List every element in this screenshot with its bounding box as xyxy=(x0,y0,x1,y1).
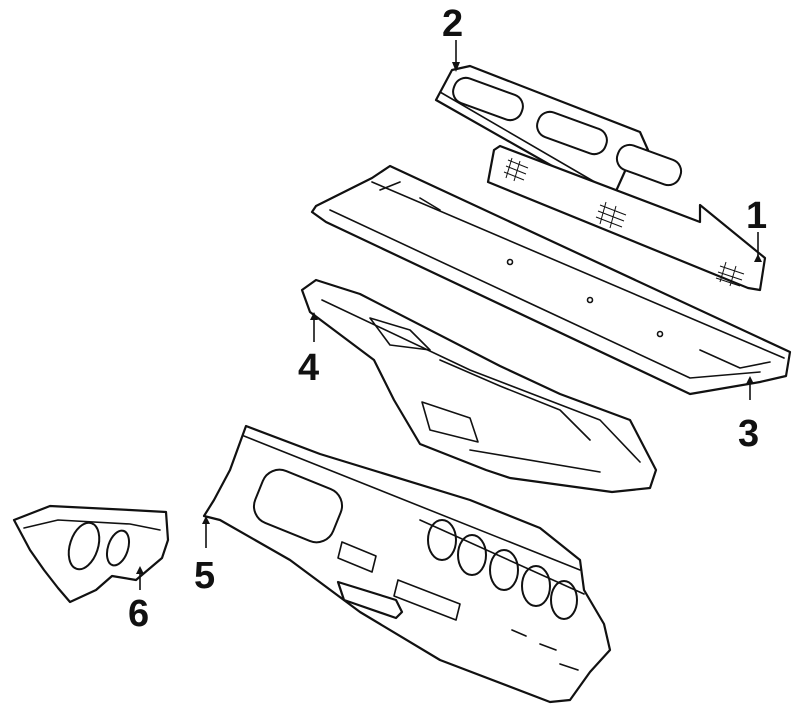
part-1-grille-strip xyxy=(486,144,767,292)
part-2-vent-panel xyxy=(434,64,683,202)
part-6-side-bracket xyxy=(12,504,170,604)
part-3-cowl-panel xyxy=(310,164,792,396)
part-4-plenum-panel xyxy=(300,278,658,494)
callout-1: 1 xyxy=(746,195,767,237)
callout-6: 6 xyxy=(128,593,149,635)
callout-3: 3 xyxy=(738,413,759,455)
callout-2: 2 xyxy=(442,3,463,45)
leader-lines xyxy=(136,40,762,590)
callout-4: 4 xyxy=(298,347,319,389)
callout-5: 5 xyxy=(194,555,215,597)
part-5-dash-panel xyxy=(202,424,612,704)
